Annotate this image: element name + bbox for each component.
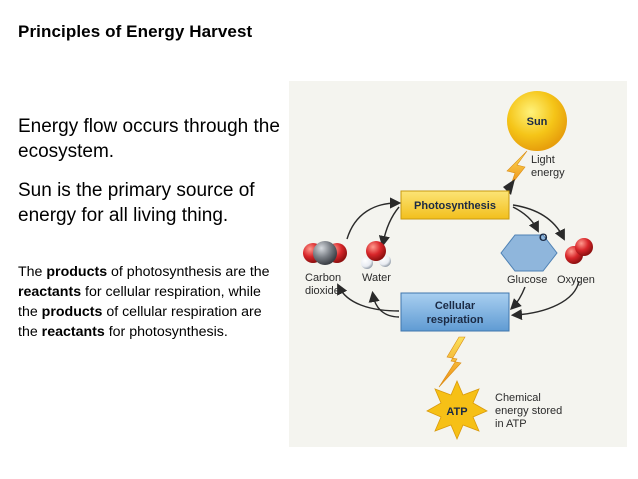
paragraph-sun-source: Sun is the primary source of energy for … — [18, 180, 255, 226]
light-energy-bolt-icon — [503, 150, 528, 195]
respiration-label-line1: Cellular — [435, 300, 476, 312]
light-energy-label-line1: Light — [531, 154, 555, 166]
atp-burst-icon: ATP — [426, 379, 488, 441]
cellular-respiration-box: Cellular respiration — [400, 292, 510, 332]
chemical-energy-label-line2: energy stored — [495, 405, 562, 417]
sun-icon: Sun — [507, 91, 567, 151]
bold-term: products — [46, 264, 108, 280]
slide-title: Principles of Energy Harvest — [18, 22, 253, 41]
paragraph-text-run: for photosynthesis. — [104, 324, 228, 340]
bold-term: reactants — [41, 324, 105, 340]
paragraph-text-run: The — [18, 264, 47, 280]
atp-label: ATP — [446, 406, 467, 418]
paragraph-text-run: for cellular respiration, while the — [18, 284, 261, 320]
energy-cycle-diagram: Sun Light energy Photosynthesis Cellular… — [289, 81, 627, 447]
oxygen-label: Oxygen — [557, 274, 595, 286]
oxygen-molecule-icon — [565, 238, 593, 264]
bold-term: products — [41, 304, 103, 320]
chemical-energy-label-line1: Chemical — [495, 392, 541, 404]
cycle-arrows — [337, 197, 580, 321]
paragraph-text-run: of photosynthesis are the — [107, 264, 270, 280]
carbon-dioxide-label-line2: dioxide — [305, 285, 340, 297]
photosynthesis-box: Photosynthesis — [400, 190, 510, 220]
paragraph-energy-flow: Energy flow occurs through the ecosystem… — [18, 116, 280, 162]
water-molecule-icon — [361, 241, 391, 269]
sun-label: Sun — [527, 116, 548, 128]
oxygen-atom-o-label: O — [539, 232, 548, 244]
carbon-dioxide-molecule-icon — [303, 241, 347, 265]
glucose-molecule-icon: O — [500, 232, 558, 272]
bold-term: reactants — [18, 284, 82, 300]
photosynthesis-label: Photosynthesis — [414, 200, 496, 212]
water-label: Water — [362, 272, 391, 284]
glucose-label: Glucose — [507, 274, 547, 286]
respiration-label-line2: respiration — [427, 314, 484, 326]
light-energy-label-line2: energy — [531, 167, 565, 179]
chemical-energy-label-line3: in ATP — [495, 418, 527, 430]
energy-bolt-to-atp-icon — [438, 336, 466, 388]
carbon-dioxide-label-line1: Carbon — [305, 272, 341, 284]
paragraph-products-reactants: The products of photosynthesis are the r… — [18, 262, 278, 342]
paragraph-text-run: of cellular respiration are the — [18, 304, 262, 340]
